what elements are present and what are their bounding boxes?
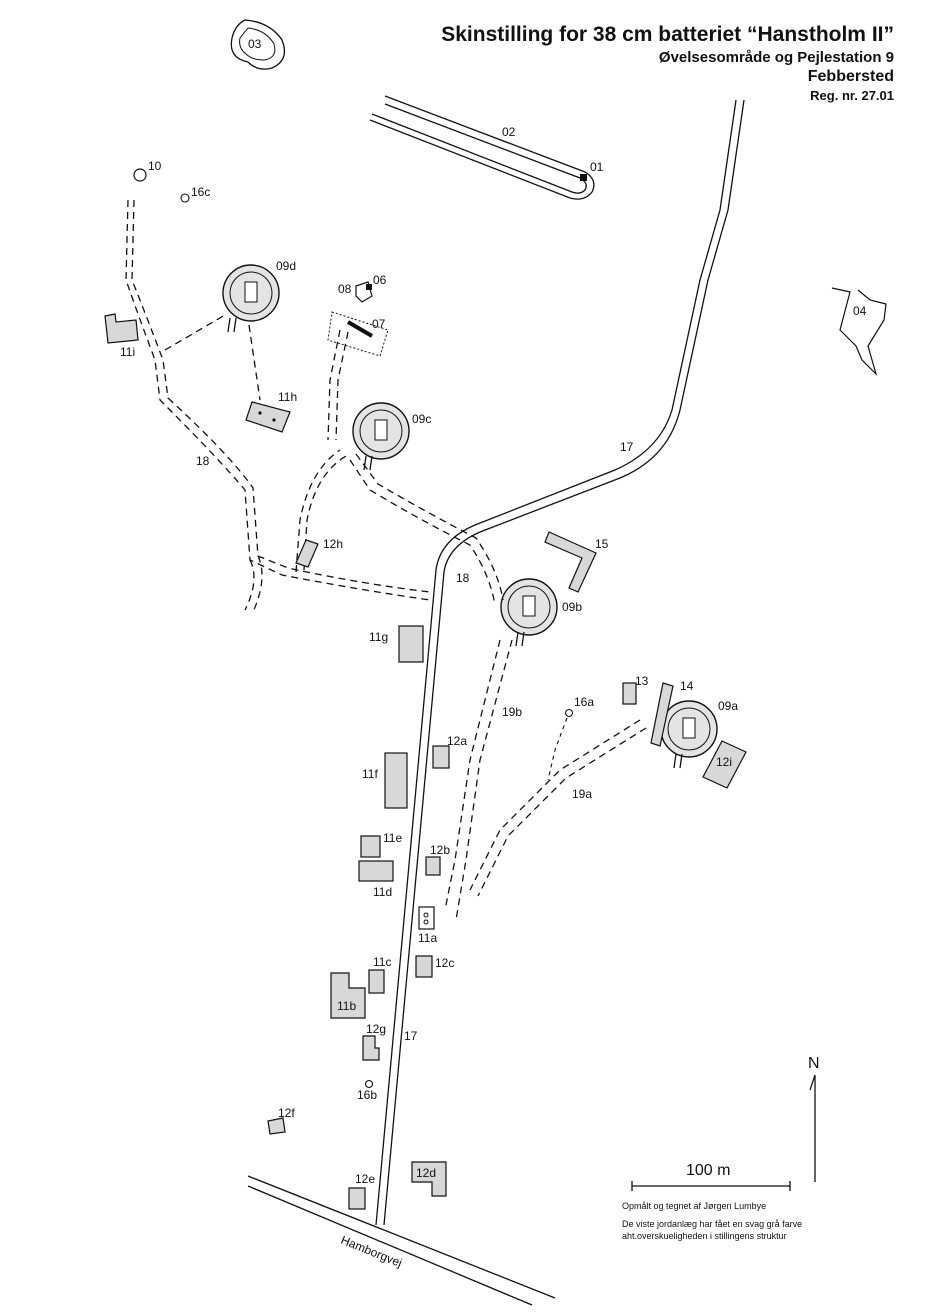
trail-19a <box>469 719 647 897</box>
building-12g <box>362 1035 380 1061</box>
label-18-right: 18 <box>456 571 470 585</box>
label-11h: 11h <box>278 390 297 404</box>
label-12b: 12b <box>430 843 450 857</box>
label-11a: 11a <box>418 931 437 945</box>
gun-position-09b <box>500 578 558 647</box>
building-12a <box>432 745 450 769</box>
label-09c: 09c <box>412 412 431 426</box>
label-17-lower: 17 <box>404 1029 418 1043</box>
building-13 <box>622 682 637 705</box>
label-09b: 09b <box>562 600 582 614</box>
label-12h: 12h <box>323 537 343 551</box>
map-subtitle: Øvelsesområde og Pejlestation 9 <box>658 49 894 66</box>
building-11e <box>360 835 381 858</box>
trail-19b <box>444 639 513 921</box>
road-hamborgvej <box>247 1175 556 1306</box>
building-11d <box>358 860 394 882</box>
label-09a: 09a <box>718 699 738 713</box>
building-15 <box>544 531 597 593</box>
building-12f <box>267 1117 286 1135</box>
label-01: 01 <box>590 160 604 174</box>
label-14: 14 <box>680 679 694 693</box>
site-01-marker <box>580 174 587 181</box>
trail-18 <box>125 199 504 613</box>
building-11i <box>104 313 139 344</box>
scale-bar: 100 m <box>631 1162 791 1191</box>
site-04-outline <box>831 287 887 377</box>
label-19b: 19b <box>502 705 522 719</box>
label-16a: 16a <box>574 695 594 709</box>
building-12c <box>415 955 433 978</box>
credit-block: Opmålt og tegnet af Jørgen Lumbye De vis… <box>622 1200 837 1242</box>
site-03-inner <box>239 27 276 61</box>
label-08: 08 <box>338 282 352 296</box>
label-12c: 12c <box>435 956 454 970</box>
scale-label: 100 m <box>686 1162 730 1179</box>
label-11e: 11e <box>383 831 402 845</box>
building-11a <box>418 906 435 930</box>
building-11h <box>245 401 291 433</box>
credit-surveyed: Opmålt og tegnet af Jørgen Lumbye <box>622 1201 767 1211</box>
label-12e: 12e <box>355 1172 375 1186</box>
site-07-enclosure <box>327 311 389 357</box>
label-18-left: 18 <box>196 454 210 468</box>
site-16a-marker <box>564 708 574 718</box>
label-15: 15 <box>595 537 609 551</box>
label-03: 03 <box>248 37 262 51</box>
map-reg-number: Reg. nr. 27.01 <box>810 88 894 103</box>
building-12d <box>411 1161 447 1197</box>
gun-position-09c <box>352 402 410 471</box>
label-12f: 12f <box>278 1106 295 1120</box>
site-16b-marker <box>364 1079 374 1089</box>
label-09d: 09d <box>276 259 296 273</box>
building-11b <box>330 972 366 1019</box>
label-12a: 12a <box>447 734 467 748</box>
label-16c: 16c <box>191 185 210 199</box>
label-07: 07 <box>372 317 386 331</box>
label-06: 06 <box>373 273 387 287</box>
building-12h <box>295 539 319 568</box>
label-12i: 12i <box>716 755 732 769</box>
road-17 <box>375 99 745 1226</box>
building-12e <box>348 1187 366 1210</box>
label-11g: 11g <box>369 630 388 644</box>
label-16b: 16b <box>357 1088 377 1102</box>
label-19a: 19a <box>572 787 592 801</box>
building-11c <box>368 969 385 994</box>
site-16c-marker <box>180 193 190 203</box>
trail-16a <box>547 717 568 781</box>
credit-note: De viste jordanlæg har fået en svag grå … <box>622 1219 803 1241</box>
rail-track-02 <box>369 95 595 200</box>
label-11d: 11d <box>373 885 392 899</box>
building-12b <box>425 856 441 876</box>
map-location: Febbersted <box>807 68 894 85</box>
label-11b: 11b <box>337 999 356 1013</box>
title-block: Skinstilling for 38 cm batteriet “Hansth… <box>441 22 894 105</box>
site-10-marker <box>133 168 147 182</box>
map-title: Skinstilling for 38 cm batteriet “Hansth… <box>441 23 894 46</box>
label-10: 10 <box>148 159 162 173</box>
north-letter: N <box>808 1055 820 1072</box>
building-12i <box>702 740 747 789</box>
label-11c: 11c <box>373 955 391 969</box>
label-02: 02 <box>502 125 516 139</box>
building-11f <box>384 752 408 809</box>
gun-position-09d <box>222 264 280 333</box>
label-17-upper: 17 <box>620 440 634 454</box>
site-06-marker <box>366 284 372 290</box>
label-11f: 11f <box>362 767 378 781</box>
building-11g <box>398 625 424 663</box>
north-arrow: N <box>808 1055 820 1182</box>
label-13: 13 <box>635 674 649 688</box>
gun-position-09a <box>660 700 718 769</box>
label-04: 04 <box>853 304 867 318</box>
site-03-outline <box>230 19 286 70</box>
label-12g: 12g <box>366 1022 386 1036</box>
label-12d: 12d <box>416 1166 436 1180</box>
site-07-gun <box>346 320 374 338</box>
label-11i: 11i <box>120 345 135 359</box>
building-14 <box>650 682 674 747</box>
